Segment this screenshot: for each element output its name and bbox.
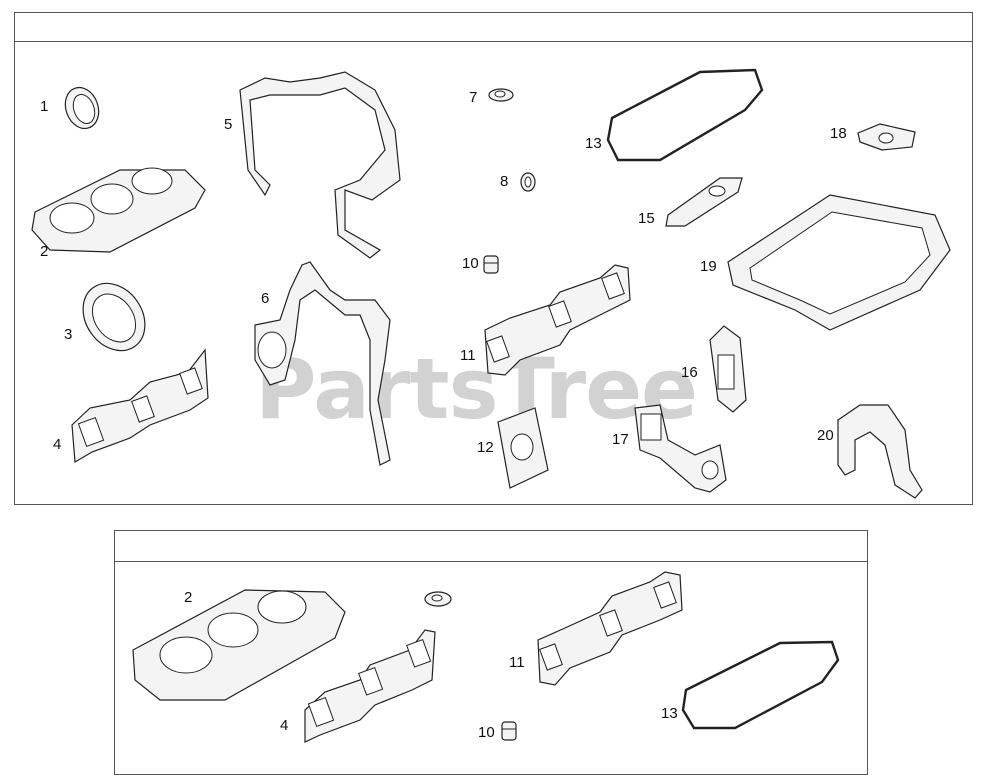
kit-panel-top-header <box>15 13 972 42</box>
callout-7: 7 <box>469 89 478 106</box>
part-16-thermostat-gasket[interactable] <box>709 325 747 413</box>
callout-5: 5 <box>224 116 233 133</box>
bottom-part-11-intake-gasket[interactable] <box>537 571 683 686</box>
callout-3: 3 <box>64 326 73 343</box>
watermark: PartsTree <box>255 340 698 438</box>
bottom-part-6-small-seal[interactable] <box>424 591 452 607</box>
callout-15: 15 <box>638 210 655 227</box>
callout-11: 11 <box>460 347 476 364</box>
part-8-o-ring[interactable] <box>520 172 536 192</box>
part-3-oil-seal[interactable] <box>70 271 157 362</box>
bottom-callout-13: 13 <box>661 705 678 722</box>
callout-18: 18 <box>830 125 847 142</box>
callout-10: 10 <box>462 255 479 272</box>
callout-6: 6 <box>261 290 270 307</box>
bottom-part-2-head-gasket[interactable] <box>132 589 346 701</box>
part-7-small-seal[interactable] <box>488 88 514 102</box>
callout-8: 8 <box>500 173 509 190</box>
callout-16: 16 <box>681 364 698 381</box>
callout-19: 19 <box>700 258 717 275</box>
bottom-callout-2: 2 <box>184 589 193 606</box>
callout-1: 1 <box>40 98 49 115</box>
part-17-water-pump-gasket[interactable] <box>634 404 727 493</box>
bottom-callout-4: 4 <box>280 717 289 734</box>
callout-17: 17 <box>612 431 629 448</box>
part-20-retainer-gasket[interactable] <box>837 404 923 499</box>
kit-panel-bottom-header <box>115 531 867 562</box>
part-2-head-gasket[interactable] <box>31 167 206 253</box>
part-19-oil-pan-gasket[interactable] <box>727 194 951 331</box>
callout-12: 12 <box>477 439 494 456</box>
callout-2: 2 <box>40 243 49 260</box>
part-15-flange-gasket[interactable] <box>665 177 743 227</box>
part-13-rocker-gasket[interactable] <box>606 68 764 162</box>
bottom-callout-10: 10 <box>478 724 495 741</box>
part-18-flange-gasket[interactable] <box>857 123 916 151</box>
bottom-part-13-rocker-gasket[interactable] <box>681 640 840 730</box>
callout-13: 13 <box>585 135 602 152</box>
callout-4: 4 <box>53 436 62 453</box>
part-10-valve-stem-seal[interactable] <box>483 255 499 274</box>
part-5-timing-cover-gasket[interactable] <box>239 71 401 259</box>
part-6-rear-plate-gasket[interactable] <box>254 261 391 466</box>
bottom-callout-11: 11 <box>509 654 525 671</box>
part-11-intake-gasket[interactable] <box>484 264 631 376</box>
bottom-part-4-manifold-gasket[interactable] <box>304 629 436 743</box>
callout-20: 20 <box>817 427 834 444</box>
bottom-part-10-valve-stem-seal[interactable] <box>501 721 517 741</box>
part-12-plate-gasket[interactable] <box>497 407 549 489</box>
part-1-seal[interactable] <box>60 83 104 133</box>
part-4-manifold-gasket[interactable] <box>71 348 209 464</box>
